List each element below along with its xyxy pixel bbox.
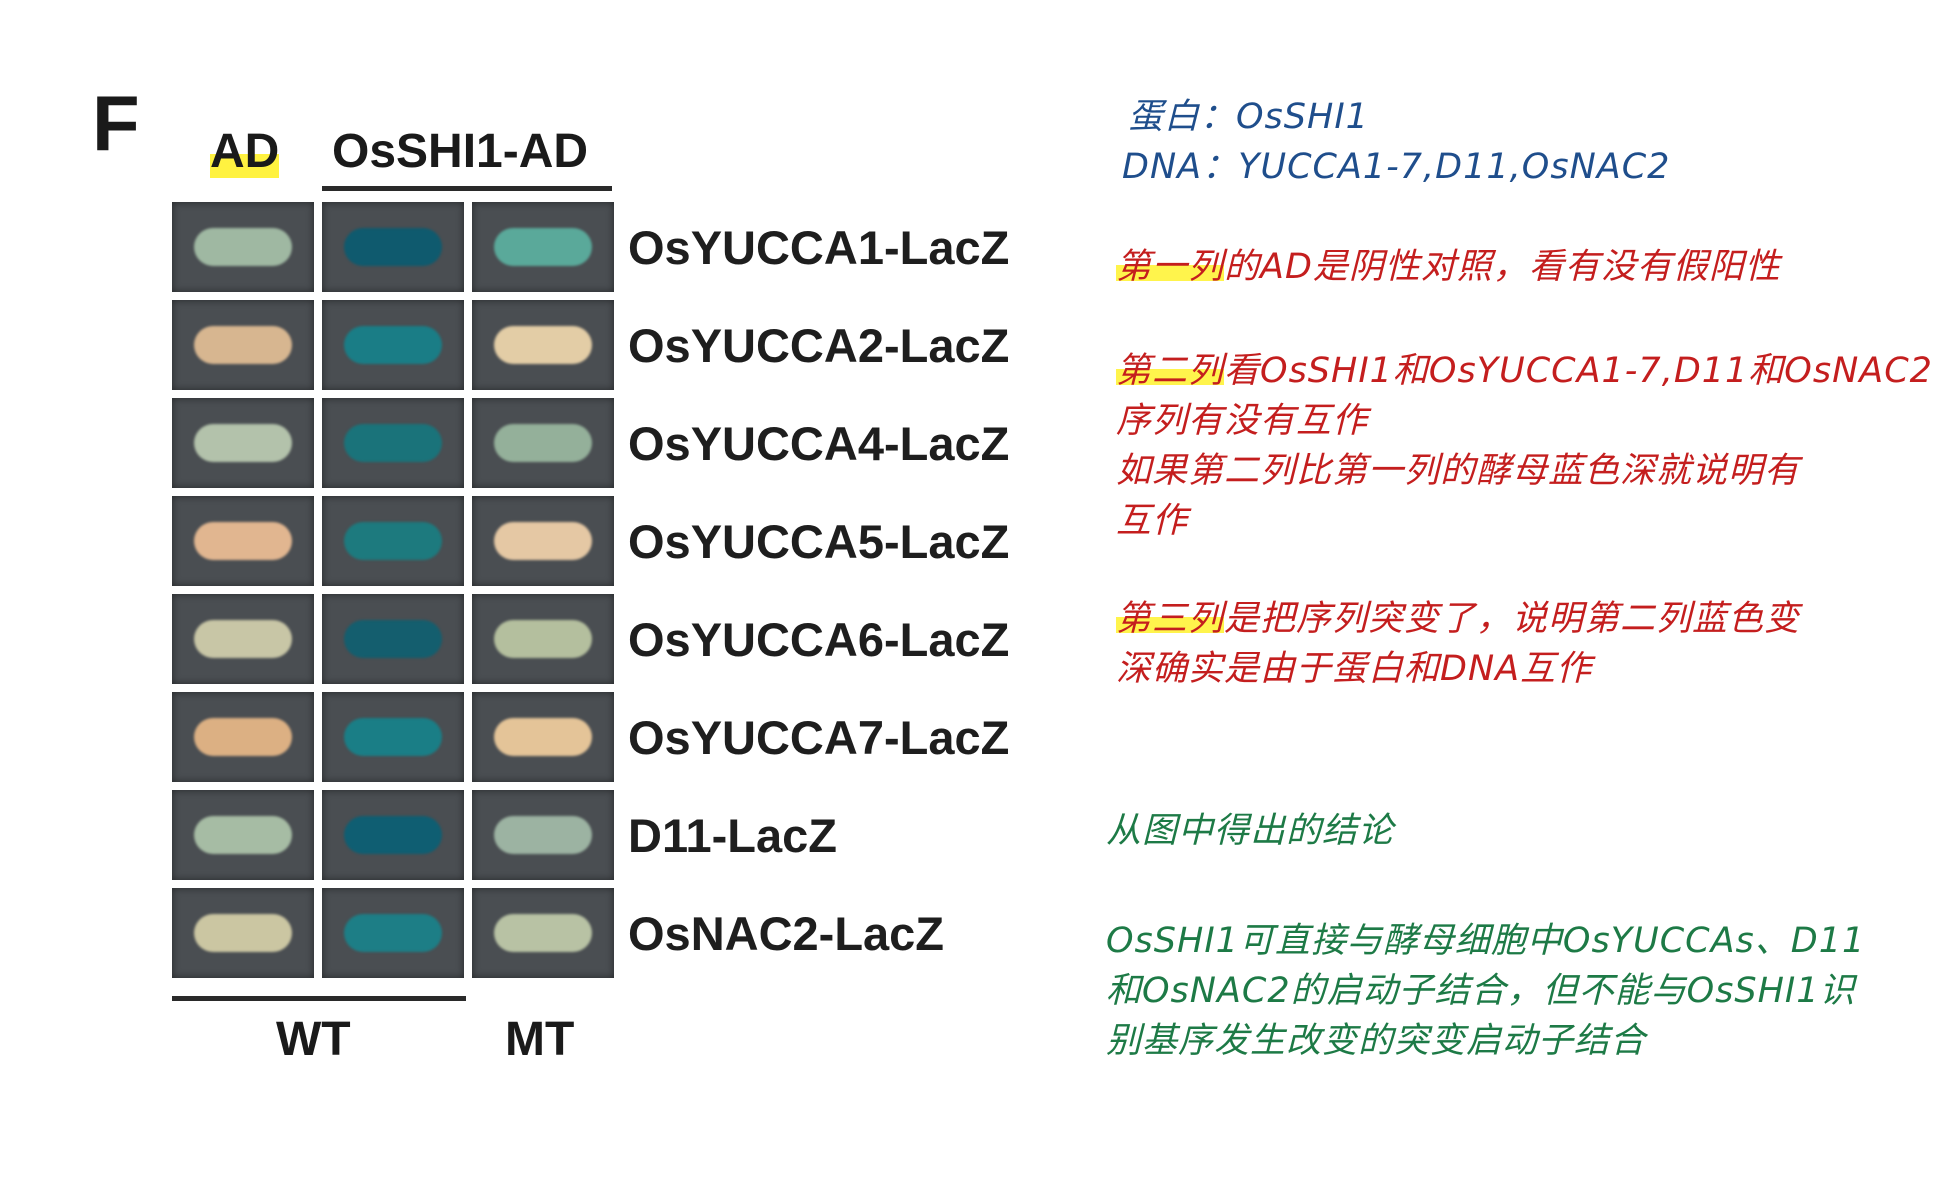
yeast-spot [344, 228, 442, 266]
spot-cell-mt [472, 496, 614, 586]
yeast-spot [344, 620, 442, 658]
spot-row: OsYUCCA6-LacZ [172, 594, 1072, 684]
column-header-ad-text: AD [210, 125, 280, 178]
note-column1-highlight: 第一列 [1116, 247, 1225, 287]
spot-cell-ad [172, 594, 314, 684]
spot-cell-wt [322, 202, 464, 292]
note-conclusion-line2: 和OsNAC2的启动子结合，但不能与OsSHI1识 [1106, 971, 1856, 1011]
yeast-spot [344, 914, 442, 952]
yeast-spot [194, 914, 292, 952]
yeast-spot [194, 424, 292, 462]
yeast-spot [494, 326, 592, 364]
note-column3-highlight: 第三列 [1116, 599, 1225, 639]
spot-cell-wt [322, 594, 464, 684]
spot-cell-ad [172, 398, 314, 488]
spot-cell-wt [322, 398, 464, 488]
spot-cell-wt [322, 300, 464, 390]
note-column2-line3: 如果第二列比第一列的酵母蓝色深就说明有 [1116, 451, 1801, 491]
note-conclusion-line3: 别基序发生改变的突变启动子结合 [1106, 1021, 1647, 1061]
note-dna: DNA：YUCCA1-7,D11,OsNAC2 [1122, 147, 1671, 187]
spot-cell-wt [322, 790, 464, 880]
note-column2-line4: 互作 [1116, 501, 1189, 541]
panel-letter: F [92, 79, 140, 167]
spot-row: OsYUCCA2-LacZ [172, 300, 1072, 390]
row-label: OsYUCCA4-LacZ [628, 417, 1010, 470]
note-column3-text: 是把序列突变了，说明第二列蓝色变 [1224, 599, 1801, 639]
yeast-spot [494, 816, 592, 854]
spot-cell-ad [172, 300, 314, 390]
note-column1-text: 的AD是阴性对照，看有没有假阳性 [1224, 247, 1781, 287]
note-protein: 蛋白：OsSHI1 [1128, 97, 1369, 137]
spot-cell-mt [472, 300, 614, 390]
row-label: D11-LacZ [628, 809, 837, 862]
yeast-spot [494, 228, 592, 266]
row-label: OsYUCCA2-LacZ [628, 319, 1010, 372]
yeast-spot [194, 620, 292, 658]
spot-cell-mt [472, 790, 614, 880]
yeast-spot [494, 620, 592, 658]
note-conclusion-heading: 从图中得出的结论 [1106, 811, 1395, 851]
yeast-spot [344, 326, 442, 364]
spot-row: OsYUCCA7-LacZ [172, 692, 1072, 782]
spot-cell-wt [322, 692, 464, 782]
spot-row: OsYUCCA5-LacZ [172, 496, 1072, 586]
yeast-spot [494, 424, 592, 462]
spot-cell-ad [172, 496, 314, 586]
spot-cell-ad [172, 790, 314, 880]
yeast-spot [194, 522, 292, 560]
yeast-spot [194, 326, 292, 364]
note-column3-line1: 第三列是把序列突变了，说明第二列蓝色变 [1116, 594, 1800, 644]
footer-bracket-line [172, 996, 466, 1001]
yeast-spot [344, 816, 442, 854]
column-header-ad: AD [210, 125, 280, 178]
note-column2-line1: 第二列看OsSHI1和OsYUCCA1-7,D11和OsNAC2 [1116, 346, 1933, 396]
yeast-spot [344, 424, 442, 462]
note-column3-line2: 深确实是由于蛋白和DNA互作 [1116, 649, 1593, 689]
spot-cell-mt [472, 398, 614, 488]
note-column2-line2: 序列有没有互作 [1116, 401, 1369, 441]
note-column2-text: 看OsSHI1和OsYUCCA1-7,D11和OsNAC2 [1224, 351, 1933, 391]
spot-row: OsYUCCA4-LacZ [172, 398, 1072, 488]
note-conclusion-line1: OsSHI1可直接与酵母细胞中OsYUCCAs、D11 [1106, 921, 1866, 961]
column-header-fusion: OsSHI1-AD [332, 125, 589, 178]
spot-cell-wt [322, 496, 464, 586]
spot-cell-mt [472, 692, 614, 782]
spot-cell-mt [472, 202, 614, 292]
spot-cell-ad [172, 888, 314, 978]
row-label: OsYUCCA1-LacZ [628, 221, 1010, 274]
spot-cell-mt [472, 888, 614, 978]
yeast-spot [494, 718, 592, 756]
spot-cell-ad [172, 202, 314, 292]
spot-row: OsYUCCA1-LacZ [172, 202, 1072, 292]
yeast-spot [194, 816, 292, 854]
header-bracket-line [322, 186, 612, 191]
row-label: OsYUCCA7-LacZ [628, 711, 1010, 764]
spot-row: D11-LacZ [172, 790, 1072, 880]
footer-label-mt: MT [505, 1013, 575, 1066]
yeast-spot [344, 522, 442, 560]
yeast-spot [344, 718, 442, 756]
footer-label-wt: WT [276, 1013, 351, 1066]
spot-cell-ad [172, 692, 314, 782]
yeast-spot [194, 718, 292, 756]
note-column2-highlight: 第二列 [1116, 351, 1225, 391]
row-label: OsYUCCA6-LacZ [628, 613, 1010, 666]
spot-cell-wt [322, 888, 464, 978]
row-label: OsYUCCA5-LacZ [628, 515, 1010, 568]
yeast-spot [194, 228, 292, 266]
yeast-spot [494, 914, 592, 952]
row-label: OsNAC2-LacZ [628, 907, 945, 960]
spot-cell-mt [472, 594, 614, 684]
yeast-spot [494, 522, 592, 560]
spot-row: OsNAC2-LacZ [172, 888, 1072, 978]
note-column1: 第一列的AD是阴性对照，看有没有假阳性 [1116, 242, 1781, 292]
